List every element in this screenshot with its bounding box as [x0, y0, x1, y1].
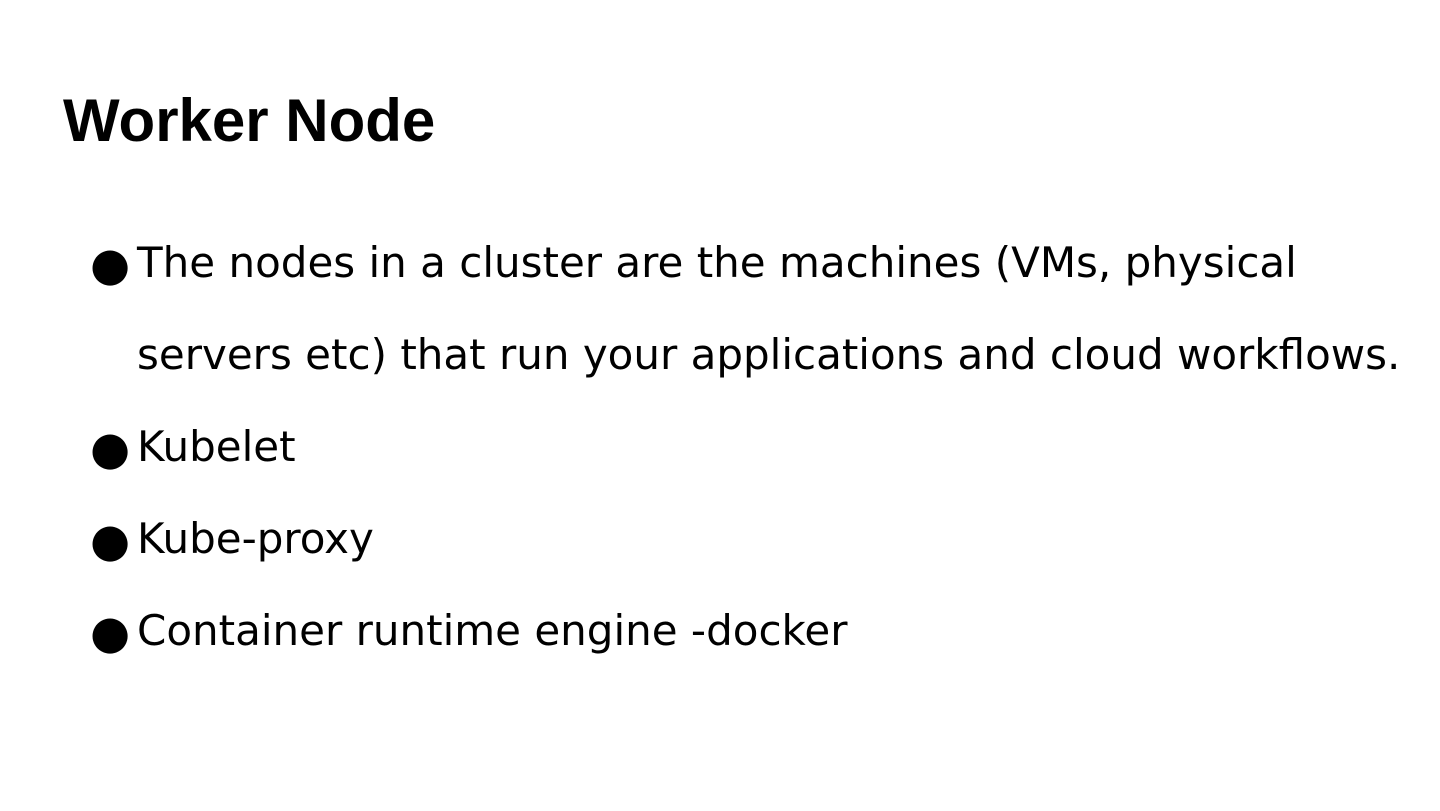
bullet-text-kubelet: Kubelet: [137, 422, 296, 471]
bullet-icon: ●: [90, 237, 131, 291]
bullet-icon: ●: [90, 421, 131, 475]
bullet-icon: ●: [90, 513, 131, 567]
list-item: ● The nodes in a cluster are the machine…: [90, 217, 1417, 401]
bullet-text-nodes-description: The nodes in a cluster are the machines …: [137, 238, 1401, 379]
slide-title: Worker Node: [63, 87, 436, 154]
list-item: ● Kube-proxy: [90, 493, 1417, 585]
list-item: ● Container runtime engine -docker: [90, 585, 1417, 677]
list-item: ● Kubelet: [90, 401, 1417, 493]
bullet-text-container-runtime: Container runtime engine -docker: [137, 606, 848, 655]
bullet-list: ● The nodes in a cluster are the machine…: [90, 217, 1417, 677]
bullet-text-kube-proxy: Kube-proxy: [137, 514, 374, 563]
bullet-icon: ●: [90, 605, 131, 659]
